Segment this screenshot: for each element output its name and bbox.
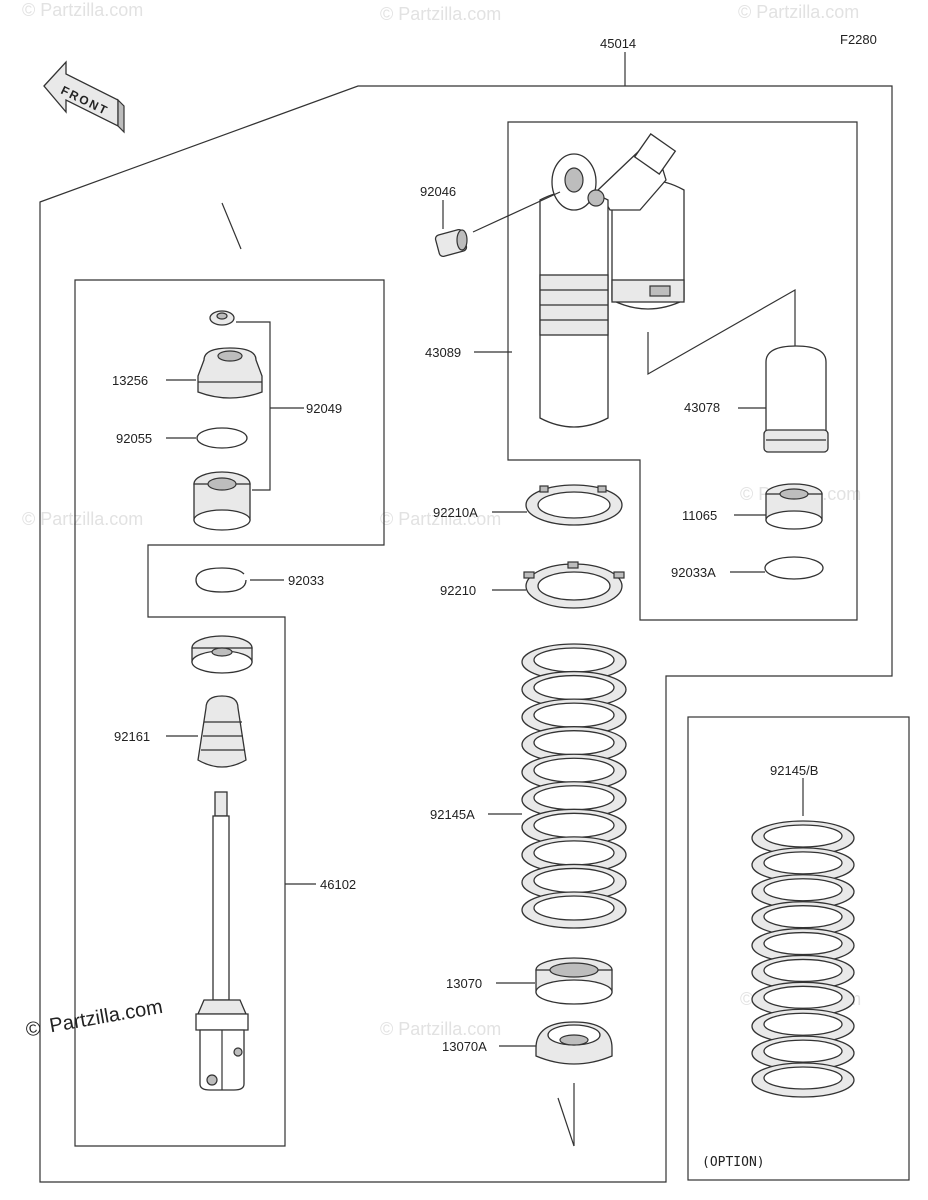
spring-coil-inner — [533, 702, 615, 728]
spring-92145A — [521, 643, 627, 929]
brand-text: Partzilla.com — [48, 996, 165, 1038]
watermark: © Partzilla.com — [380, 4, 501, 24]
spring-coil-inner — [763, 851, 843, 875]
piston-rod-46102 — [195, 791, 249, 1091]
spring-coil-inner — [763, 1012, 843, 1036]
bushing-92046 — [434, 229, 468, 257]
part-label-13070A: 13070A — [442, 1039, 487, 1054]
bladder-43078 — [763, 345, 829, 453]
o-ring-92055 — [196, 427, 248, 449]
spring-coil-inner — [763, 931, 843, 956]
watermark: © Partzilla.com — [738, 2, 859, 22]
spring-coil-inner — [763, 1066, 843, 1090]
option-frame — [687, 716, 910, 1181]
spring-92145B — [751, 820, 855, 1098]
part-label-92161: 92161 — [114, 729, 150, 744]
brand-watermark: © Partzilla.com — [24, 996, 164, 1042]
assembly-frame-45014 — [39, 85, 893, 1183]
collar-13070 — [535, 957, 613, 1005]
brand-symbol: © — [24, 1017, 43, 1041]
front-arrow-icon: FRONT — [43, 60, 125, 134]
lock-nut-92210A — [525, 484, 623, 526]
part-label-92049: 92049 — [306, 401, 342, 416]
spring-coil-inner — [763, 905, 843, 929]
watermark: © Partzilla.com — [22, 509, 143, 529]
shock-body-43089 — [539, 133, 685, 428]
spring-coil-inner — [533, 895, 615, 921]
part-label-43089: 43089 — [425, 345, 461, 360]
seal-head — [193, 471, 251, 531]
part-label-92033A: 92033A — [671, 565, 716, 580]
part-label-46102: 46102 — [320, 877, 356, 892]
spring-coil-inner — [533, 785, 615, 811]
spring-coil-inner — [533, 730, 615, 756]
adjuster-nut-92210 — [523, 561, 625, 609]
part-label-45014: 45014 — [600, 36, 636, 51]
bumper-13256 — [197, 347, 263, 399]
spring-seat — [191, 635, 253, 674]
part-label-13070: 13070 — [446, 976, 482, 991]
part-label-13256: 13256 — [112, 373, 148, 388]
spring-coil-inner — [533, 840, 615, 866]
rod-assembly-frame — [74, 279, 385, 1147]
part-label-92145A: 92145A — [430, 807, 475, 822]
spring-coil-inner — [533, 647, 615, 673]
spring-coil-inner — [533, 674, 615, 701]
part-label-92033: 92033 — [288, 573, 324, 588]
part-label-92210A: 92210A — [433, 505, 478, 520]
watermark: © Partzilla.com — [380, 509, 501, 529]
watermark: © Partzilla.com — [380, 1019, 501, 1039]
spring-coil-inner — [533, 812, 615, 838]
option-label: (OPTION) — [702, 1155, 765, 1170]
shock-body-frame — [507, 121, 858, 621]
part-label-92145B: 92145/B — [770, 763, 818, 778]
bump-rubber-92161 — [197, 695, 247, 768]
spring-coil-inner — [763, 985, 843, 1009]
spring-coil-inner — [763, 1039, 843, 1063]
spring-coil-inner — [533, 757, 615, 783]
nut-92049 — [209, 310, 235, 326]
spring-coil-inner — [763, 958, 843, 983]
snap-ring-92033A — [764, 556, 824, 580]
collar-13070A — [535, 1021, 613, 1065]
cap-11065 — [765, 483, 823, 530]
spring-coil-inner — [763, 878, 843, 902]
spring-coil-inner — [533, 867, 615, 894]
part-label-92210: 92210 — [440, 583, 476, 598]
watermark: © Partzilla.com — [22, 0, 143, 20]
part-label-92046: 92046 — [420, 184, 456, 199]
part-label-92055: 92055 — [116, 431, 152, 446]
part-label-11065: 11065 — [682, 508, 717, 523]
spring-coil-inner — [763, 824, 843, 848]
part-label-43078: 43078 — [684, 400, 720, 415]
diagram-code: F2280 — [840, 32, 877, 47]
snap-ring-92033 — [195, 567, 247, 593]
